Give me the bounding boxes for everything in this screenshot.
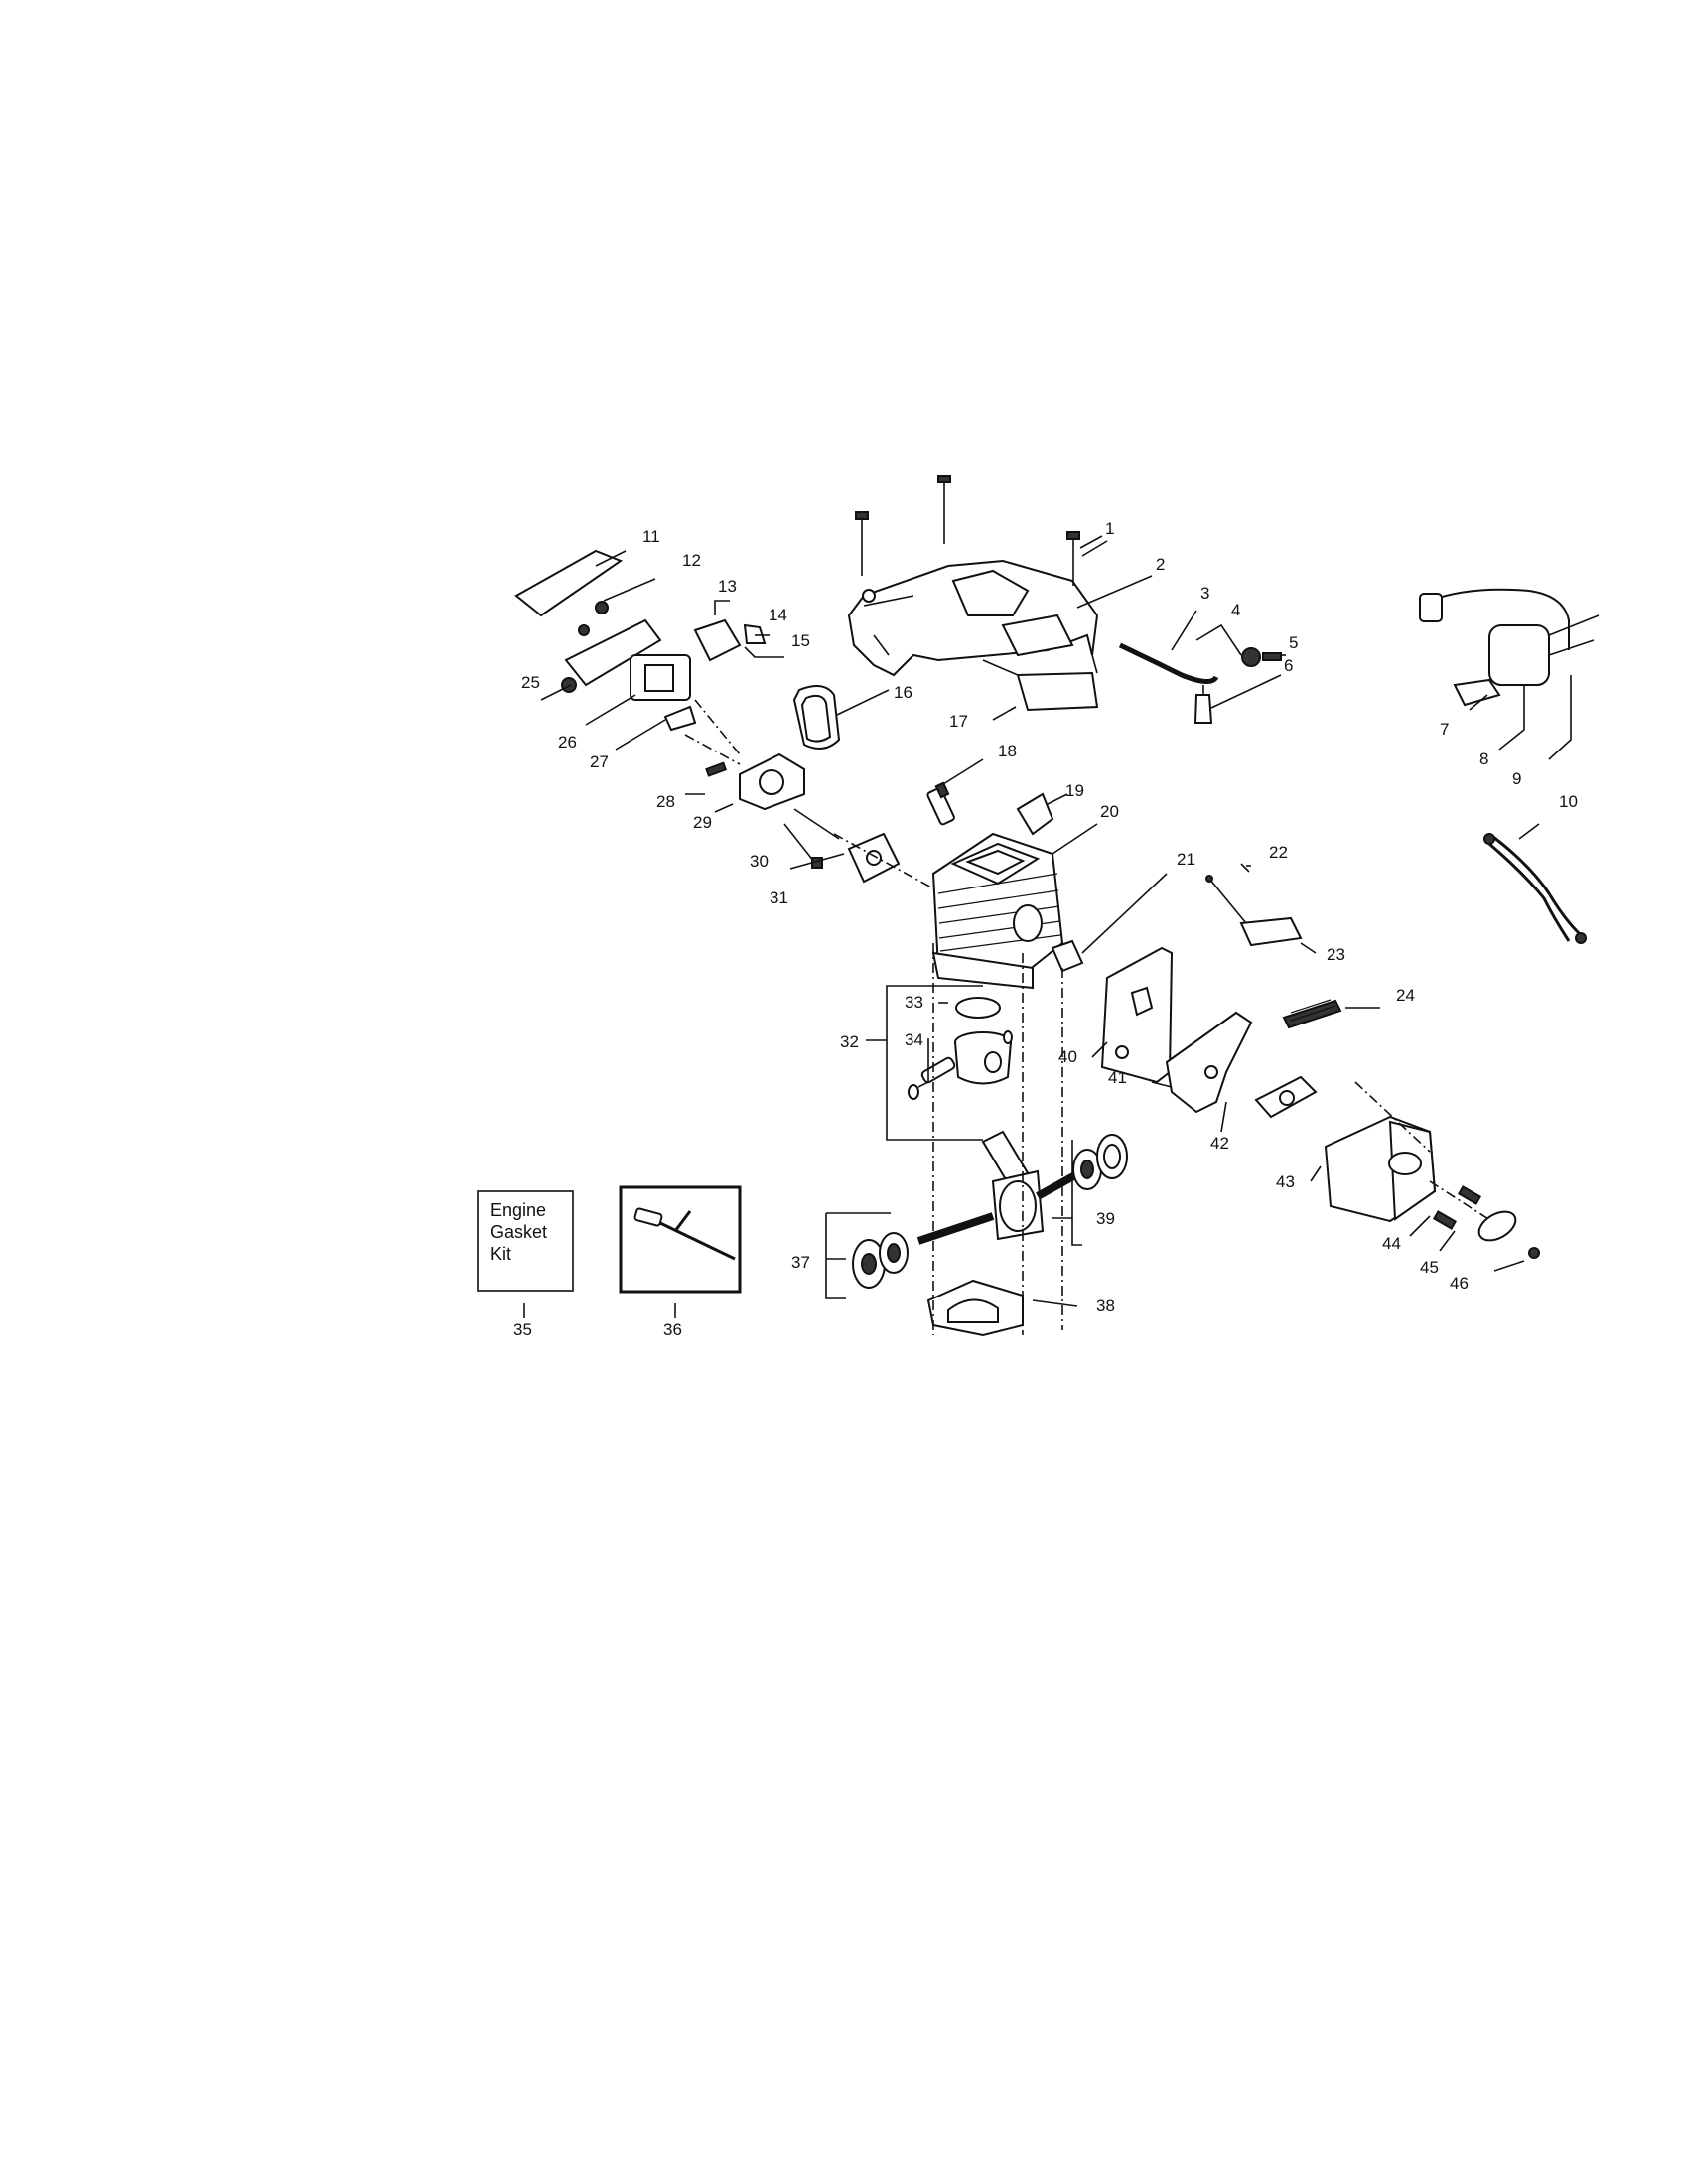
- part-number-36: 36: [663, 1320, 682, 1339]
- part-number-26: 26: [558, 733, 577, 751]
- part-number-6: 6: [1284, 656, 1293, 675]
- part-number-2: 2: [1156, 555, 1165, 574]
- part-number-9: 9: [1512, 769, 1521, 788]
- part-number-38: 38: [1096, 1297, 1115, 1315]
- air-filter: [514, 549, 662, 693]
- decal: [982, 654, 1099, 712]
- part-number-33: 33: [905, 993, 923, 1012]
- muffler-bracket: [1165, 1011, 1253, 1114]
- part-number-37: 37: [791, 1253, 810, 1272]
- spark-plug: [926, 781, 1054, 836]
- part-number-22: 22: [1269, 843, 1288, 862]
- part-number-14: 14: [769, 606, 787, 624]
- part-number-29: 29: [693, 813, 712, 832]
- part-number-16: 16: [894, 683, 912, 702]
- muffler: [1324, 1081, 1500, 1227]
- part-number-1: 1: [1105, 519, 1114, 538]
- muffler-hardware: [1432, 1185, 1540, 1259]
- part-number-12: 12: [682, 551, 701, 570]
- part-number-10: 10: [1559, 792, 1578, 811]
- kit-line-2: Gasket: [491, 1222, 547, 1242]
- ignition-coil: [1419, 588, 1600, 707]
- part-number-3: 3: [1200, 584, 1209, 603]
- part-number-20: 20: [1100, 802, 1119, 821]
- intake-gasket: [833, 832, 934, 889]
- crankcase: [926, 1279, 1024, 1337]
- group-brackets: [825, 985, 1082, 1299]
- part-number-5: 5: [1289, 633, 1298, 652]
- part-number-34: 34: [905, 1030, 923, 1049]
- part-number-44: 44: [1382, 1234, 1401, 1253]
- gasket-kit-box: Engine Gasket Kit: [477, 1190, 574, 1318]
- spark-arrestor-screen: [1282, 999, 1342, 1029]
- part-number-41: 41: [1108, 1068, 1127, 1087]
- part-number-17: 17: [949, 712, 968, 731]
- crank-bearings: [852, 1134, 1128, 1289]
- filter-seal: [792, 685, 841, 750]
- part-number-32: 32: [840, 1032, 859, 1051]
- spark-plug-wrench-box: [619, 1185, 742, 1318]
- cylinder: [931, 832, 1064, 990]
- part-number-18: 18: [998, 742, 1017, 760]
- intake-spacer: [684, 699, 840, 869]
- part-number-23: 23: [1327, 945, 1345, 964]
- cover-screws: [855, 475, 1108, 586]
- crankshaft: [916, 1130, 1093, 1245]
- intake-boot: [1051, 939, 1084, 973]
- part-number-13: 13: [718, 577, 737, 596]
- muffler-plate: [1205, 863, 1303, 947]
- piston-assembly: [908, 997, 1013, 1100]
- part-number-7: 7: [1440, 720, 1449, 739]
- kit-line-3: Kit: [491, 1244, 511, 1264]
- part-number-46: 46: [1450, 1274, 1469, 1293]
- top-cover: [847, 559, 1099, 677]
- part-number-35: 35: [513, 1320, 532, 1339]
- part-number-8: 8: [1479, 750, 1488, 768]
- part-number-27: 27: [590, 752, 609, 771]
- part-number-40: 40: [1058, 1047, 1077, 1066]
- part-number-30: 30: [750, 852, 769, 871]
- part-number-28: 28: [656, 792, 675, 811]
- wire-harness: [1483, 832, 1587, 944]
- part-number-39: 39: [1096, 1209, 1115, 1228]
- heat-shield: [1100, 946, 1174, 1084]
- part-number-15: 15: [791, 631, 810, 650]
- part-numbers: 1 2 3 4 5 6 7 8 9 10 11 12 13 14 15 16 1…: [513, 519, 1578, 1339]
- fuel-line: [1118, 642, 1282, 724]
- part-number-11: 11: [642, 527, 660, 546]
- part-number-45: 45: [1420, 1258, 1439, 1277]
- muffler-gasket: [1254, 1075, 1318, 1119]
- assembly-centerlines: [932, 943, 1063, 1335]
- kit-line-1: Engine: [491, 1200, 546, 1220]
- part-number-24: 24: [1396, 986, 1415, 1005]
- part-number-25: 25: [521, 673, 540, 692]
- part-number-42: 42: [1210, 1134, 1229, 1153]
- part-number-4: 4: [1231, 601, 1240, 619]
- leader-lines: [540, 535, 1572, 1307]
- carburetor: [630, 618, 767, 732]
- part-number-43: 43: [1276, 1172, 1295, 1191]
- part-number-19: 19: [1065, 781, 1084, 800]
- part-number-31: 31: [770, 888, 788, 907]
- part-number-21: 21: [1177, 850, 1195, 869]
